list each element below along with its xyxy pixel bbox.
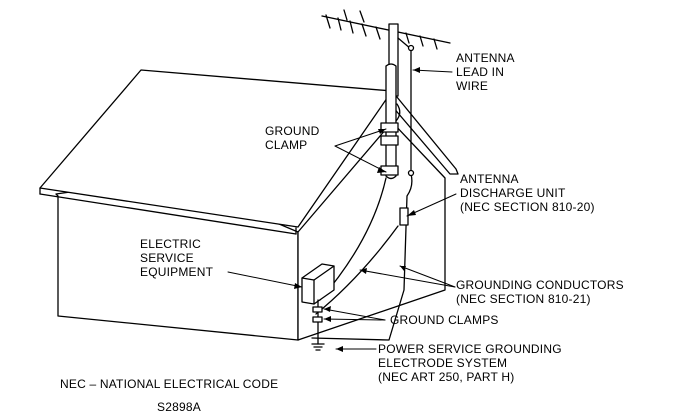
label-line: ELECTRIC <box>140 237 201 251</box>
label-power-service: POWER SERVICE GROUNDING ELECTRODE SYSTEM… <box>378 342 562 384</box>
label-line: LEAD IN <box>456 65 505 79</box>
label-grounding-conductors: GROUNDING CONDUCTORS (NEC SECTION 810-21… <box>456 278 624 306</box>
mast-clamp-hook <box>395 103 401 122</box>
ground-rod-clamp <box>312 306 323 313</box>
label-antenna-lead-in: ANTENNA LEAD IN WIRE <box>456 51 515 93</box>
label-line: S2898A <box>157 400 201 414</box>
label-line: WIRE <box>456 79 489 93</box>
house-eave <box>391 90 459 175</box>
antenna-mast-lower <box>385 63 397 180</box>
nec-note: NEC – NATIONAL ELECTRICAL CODE <box>60 377 278 391</box>
label-line: GROUND CLAMPS <box>390 313 499 327</box>
house-front-wall <box>297 121 446 341</box>
label-line: DISCHARGE UNIT <box>460 186 566 200</box>
label-discharge-unit: ANTENNA DISCHARGE UNIT (NEC SECTION 810-… <box>460 172 595 214</box>
electric-service-box <box>301 263 335 305</box>
leader-arrowheads <box>294 67 420 352</box>
label-line: ANTENNA <box>460 172 519 186</box>
label-line: (NEC ART 250, PART H) <box>378 370 515 384</box>
label-ground-clamps: GROUND CLAMPS <box>390 313 499 327</box>
label-line: (NEC SECTION 810-20) <box>460 200 595 214</box>
figure-code: S2898A <box>157 400 201 414</box>
label-line: NEC – NATIONAL ELECTRICAL CODE <box>60 377 279 391</box>
grounding-conductor-unit <box>315 225 399 315</box>
label-line: POWER SERVICE GROUNDING <box>378 342 562 356</box>
label-line: EQUIPMENT <box>140 265 214 279</box>
label-line: GROUND <box>265 124 320 138</box>
antenna-discharge-unit <box>399 207 409 226</box>
leader-lines <box>227 69 457 350</box>
label-electric-service: ELECTRIC SERVICE EQUIPMENT <box>140 237 213 279</box>
label-line: ELECTRODE SYSTEM <box>378 356 508 370</box>
label-line: GROUNDING CONDUCTORS <box>456 278 624 292</box>
electric-service-box-edge <box>313 265 335 281</box>
lead-in-connector <box>407 169 415 177</box>
label-line: SERVICE <box>140 251 194 265</box>
antenna-array <box>321 9 451 50</box>
roof-edge <box>39 193 297 235</box>
label-line: ANTENNA <box>456 51 515 65</box>
electric-service-box-edge <box>301 277 315 281</box>
label-ground-clamp: GROUND CLAMP <box>265 124 320 152</box>
ground-rod-clamp <box>312 316 323 323</box>
ground-symbol <box>311 343 325 351</box>
lead-in-connector <box>407 44 415 52</box>
label-line: (NEC SECTION 810-21) <box>456 292 591 306</box>
label-line: CLAMP <box>265 138 308 152</box>
